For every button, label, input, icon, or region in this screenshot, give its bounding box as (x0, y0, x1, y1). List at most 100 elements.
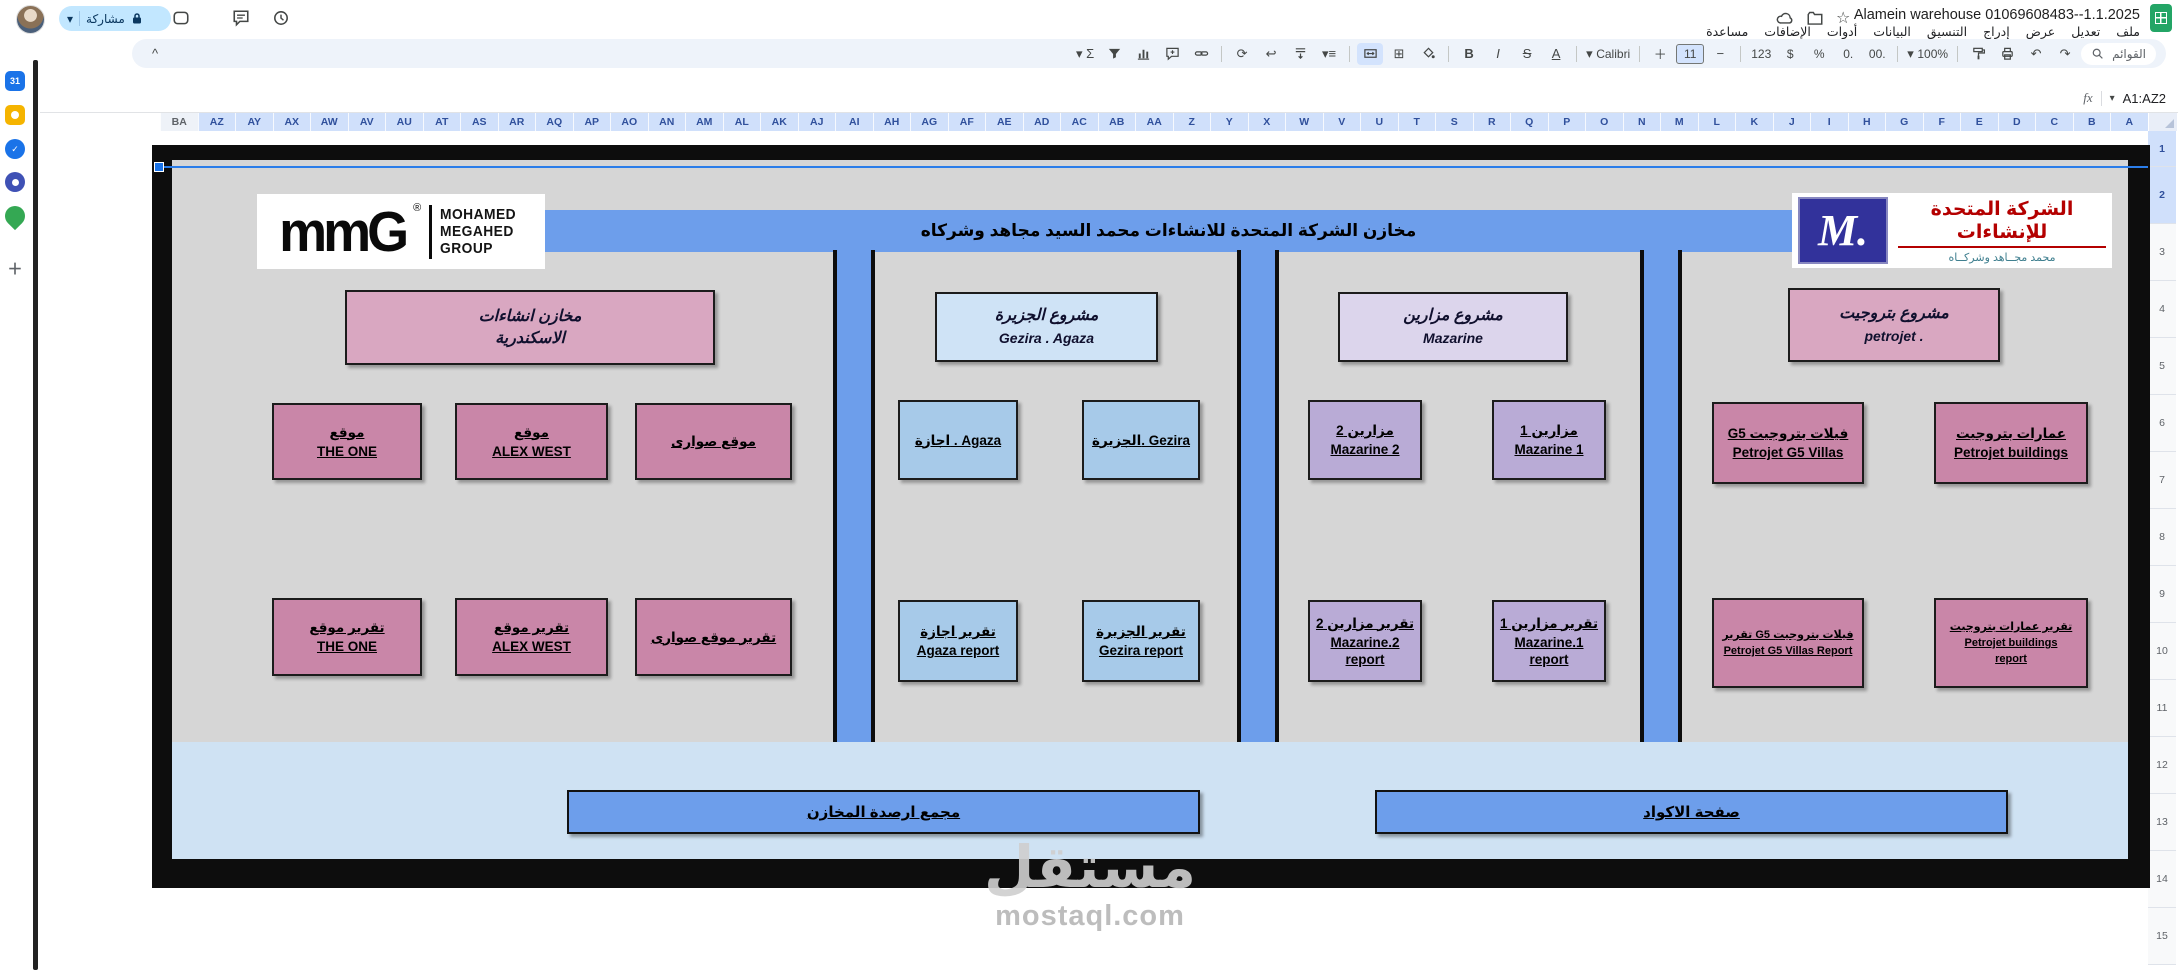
row-header-13[interactable]: 13 (2148, 794, 2176, 851)
label[interactable]: G5 فيلات بتروجيت (1727, 426, 1849, 441)
nav-button-alexandria-3[interactable]: موقع صوارى (635, 403, 792, 480)
column-header-BA[interactable]: BA (160, 113, 198, 131)
bold-button[interactable]: B (1464, 46, 1474, 61)
percent-format-button[interactable]: % (1813, 46, 1825, 61)
star-icon[interactable]: ☆ (1836, 10, 1851, 27)
column-header-AC[interactable]: AC (1060, 113, 1098, 131)
insert-comment-button[interactable] (1159, 43, 1185, 65)
menu-التنسيق[interactable]: التنسيق (1926, 25, 1968, 39)
row-header-10[interactable]: 10 (2148, 623, 2176, 680)
sheets-logo-icon[interactable] (2150, 4, 2172, 32)
column-header-G[interactable]: G (1885, 113, 1923, 131)
column-header-R[interactable]: R (1472, 113, 1510, 131)
comments-icon[interactable] (232, 9, 250, 27)
label[interactable]: تقرير موقع (309, 620, 385, 635)
strikethrough-button[interactable]: S (1522, 46, 1532, 61)
column-header-AB[interactable]: AB (1097, 113, 1135, 131)
move-folder-icon[interactable] (1806, 10, 1824, 28)
column-header-W[interactable]: W (1285, 113, 1323, 131)
row-header-1[interactable]: 1 (2148, 131, 2176, 167)
present-icon[interactable] (172, 9, 190, 27)
label[interactable]: Mazarine.2 report (1330, 634, 1400, 667)
insert-chart-button[interactable] (1130, 43, 1156, 65)
label[interactable]: موقع صوارى (671, 434, 756, 449)
column-header-K[interactable]: K (1735, 113, 1773, 131)
paint-format-button[interactable] (1965, 43, 1991, 65)
label[interactable]: Petrojet buildings (1953, 445, 2068, 460)
label[interactable]: تقرير موقع صوارى (650, 629, 777, 645)
report-button-alexandria-2[interactable]: تقرير موقع ALEX WEST (455, 598, 608, 676)
codes-page-button[interactable]: صفحة الاكواد (1375, 790, 2008, 834)
contacts-icon[interactable] (5, 172, 25, 192)
warehouse-dashboard[interactable]: مخازن الشركة المتحدة للانشاءات محمد السي… (152, 145, 2150, 888)
column-header-U[interactable]: U (1360, 113, 1398, 131)
text-wrap-button[interactable]: ↩ (1265, 45, 1277, 61)
column-header-J[interactable]: J (1772, 113, 1810, 131)
row-header-15[interactable]: 15 (2148, 908, 2176, 965)
name-box-value[interactable]: A1:AZ2 (2122, 90, 2166, 106)
label[interactable]: الجزيرة. Gezira (1091, 432, 1191, 448)
collapse-toolbar-button[interactable]: ^ (151, 46, 159, 61)
row-header-6[interactable]: 6 (2148, 395, 2176, 452)
column-header-N[interactable]: N (1622, 113, 1660, 131)
column-header-AI[interactable]: AI (835, 113, 873, 131)
column-header-AD[interactable]: AD (1022, 113, 1060, 131)
label[interactable]: THE ONE (316, 443, 377, 459)
column-header-AK[interactable]: AK (760, 113, 798, 131)
column-header-AQ[interactable]: AQ (535, 113, 573, 131)
undo-button[interactable]: ↶ (2030, 45, 2042, 61)
menu-أدوات[interactable]: أدوات (1826, 25, 1858, 39)
page-scrollbar[interactable] (33, 60, 38, 970)
name-box[interactable]: A1:AZ2 ▾ fx (2083, 84, 2166, 112)
cloud-status-icon[interactable] (1776, 10, 1794, 28)
column-header-D[interactable]: D (1997, 113, 2035, 131)
fill-color-button[interactable] (1415, 43, 1441, 65)
column-header-X[interactable]: X (1247, 113, 1285, 131)
row-header-14[interactable]: 14 (2148, 851, 2176, 908)
row-header-2[interactable]: 2 (2148, 167, 2176, 224)
avatar[interactable] (16, 5, 45, 34)
tasks-icon[interactable]: ✓ (5, 139, 25, 159)
label[interactable]: report (1995, 653, 2027, 665)
label[interactable]: ALEX WEST (492, 639, 571, 654)
report-button-petrojet-2[interactable]: تقرير عمارات بتروجيت Petrojet buildings re… (1934, 598, 2088, 688)
column-header-T[interactable]: T (1397, 113, 1435, 131)
column-header-AT[interactable]: AT (422, 113, 460, 131)
row-header-3[interactable]: 3 (2148, 224, 2176, 281)
column-header-E[interactable]: E (1960, 113, 1998, 131)
label[interactable]: Mazarine 1 (1514, 442, 1584, 457)
column-header-AJ[interactable]: AJ (797, 113, 835, 131)
column-header-F[interactable]: F (1922, 113, 1960, 131)
decrease-decimal-button[interactable]: .0 (1843, 46, 1854, 61)
create-filter-button[interactable] (1101, 43, 1127, 65)
label[interactable]: موقع (329, 424, 365, 440)
column-header-AA[interactable]: AA (1135, 113, 1173, 131)
add-addon-icon[interactable]: ＋ (7, 260, 23, 278)
label[interactable]: عمارات بتروجيت (1956, 426, 2066, 441)
print-button[interactable] (1994, 43, 2020, 65)
increase-decimal-button[interactable]: .00 (1868, 46, 1886, 61)
label[interactable]: تقرير عمارات بتروجيت (1949, 621, 2073, 633)
formula-bar[interactable]: A1:AZ2 ▾ fx (40, 84, 2178, 113)
column-header-Z[interactable]: Z (1172, 113, 1210, 131)
vertical-align-button[interactable] (1287, 43, 1313, 65)
toolbar-search[interactable]: القوائم (2081, 42, 2156, 65)
column-header-AY[interactable]: AY (235, 113, 273, 131)
column-header-AX[interactable]: AX (272, 113, 310, 131)
functions-button[interactable]: Σ ▾ (1075, 45, 1095, 62)
label[interactable]: Petrojet buildings (1964, 637, 2058, 649)
column-header-AZ[interactable]: AZ (197, 113, 235, 131)
column-header-V[interactable]: V (1322, 113, 1360, 131)
label[interactable]: تقرير موقع (493, 620, 570, 635)
label[interactable]: مزارين 1 (1520, 423, 1578, 438)
column-header-H[interactable]: H (1847, 113, 1885, 131)
column-header-AG[interactable]: AG (910, 113, 948, 131)
column-header-L[interactable]: L (1697, 113, 1735, 131)
column-header-M[interactable]: M (1660, 113, 1698, 131)
label[interactable]: THE ONE (316, 639, 377, 654)
column-header-Y[interactable]: Y (1210, 113, 1248, 131)
menu-إدراج[interactable]: إدراج (1983, 25, 2010, 39)
label[interactable]: ALEX WEST (492, 443, 571, 459)
